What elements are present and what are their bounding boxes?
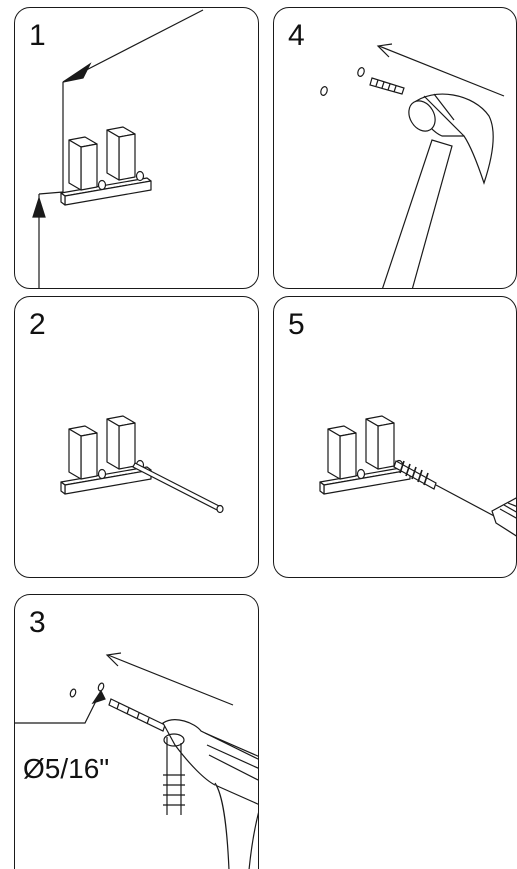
step-4-panel: 4 bbox=[273, 7, 517, 289]
step-2-illustration bbox=[60, 415, 224, 514]
step-4-illustration bbox=[320, 43, 505, 288]
step-1-panel: 1 bbox=[14, 7, 259, 289]
step-number: 2 bbox=[29, 308, 46, 341]
drill-size-label: Ø5/16" bbox=[23, 753, 110, 784]
step-5-illustration bbox=[319, 415, 516, 537]
step-3-illustration bbox=[15, 652, 258, 869]
step-5-panel: 5 bbox=[273, 296, 517, 578]
step-number: 1 bbox=[29, 19, 46, 52]
step-2-panel: 2 bbox=[14, 296, 259, 578]
step-number: 5 bbox=[288, 308, 305, 341]
step-number: 3 bbox=[29, 606, 46, 639]
step-1-illustration bbox=[32, 9, 204, 288]
step-3-panel: 3 Ø5 bbox=[14, 594, 259, 869]
step-number: 4 bbox=[288, 19, 305, 52]
